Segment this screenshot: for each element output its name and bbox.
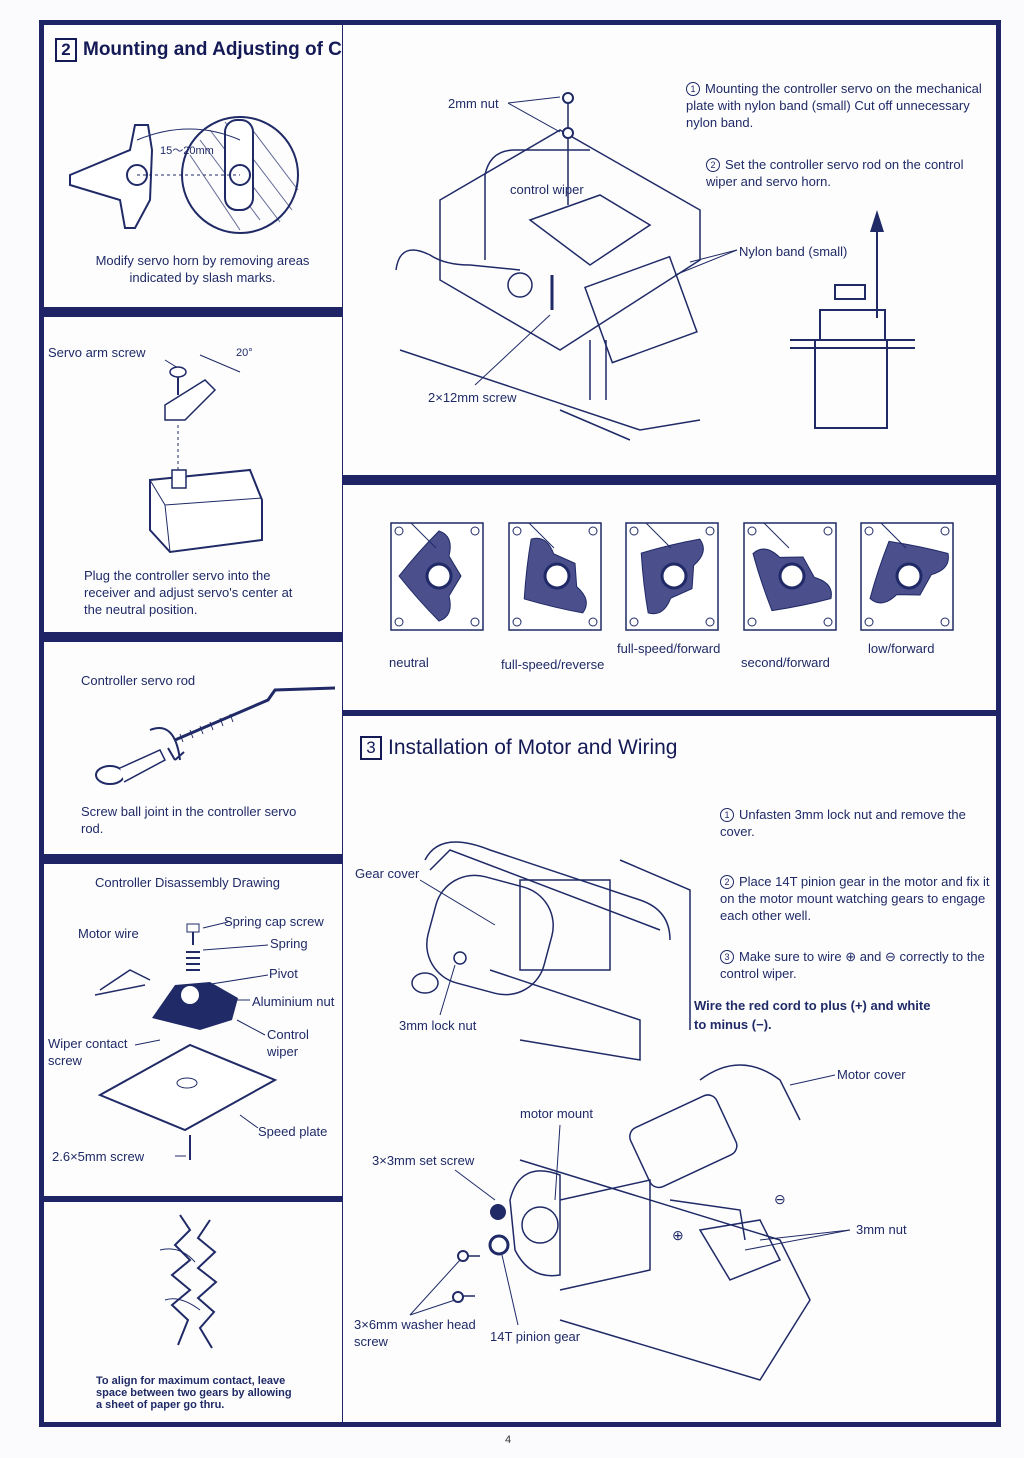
horn-dimension-label: 15～20mm (160, 145, 214, 157)
section-3-number: 3 (360, 736, 382, 761)
rod-title: Controller servo rod (81, 673, 196, 688)
label-speed-plate: Speed plate (258, 1124, 328, 1139)
rod-caption: Screw ball joint in the controller servo… (81, 804, 297, 836)
label-screw-2-6x5: 2.6×5mm screw (52, 1149, 145, 1164)
gear-caption: To align for maximum contact, leave spac… (96, 1375, 292, 1411)
label-14t-pinion-gear: 14T pinion gear (490, 1329, 581, 1344)
position-neutral: neutral (389, 655, 429, 670)
label-3x3mm-set-screw: 3×3mm set screw (372, 1153, 475, 1168)
svg-text:⊖: ⊖ (774, 1191, 786, 1207)
position-diagram (743, 522, 837, 631)
wire-note: Wire the red cord to plus (+) and white … (694, 998, 931, 1032)
position-diagram (508, 522, 602, 631)
panel-gear-alignment (39, 1197, 347, 1427)
panel-disassembly (39, 859, 347, 1201)
label-aluminium-nut: Aluminium nut (252, 994, 335, 1009)
label-motor-wire: Motor wire (78, 926, 139, 941)
label-2x12mm-screw: 2×12mm screw (428, 390, 517, 405)
label-wiper-contact-screw: Wiper contact screw (48, 1036, 128, 1068)
horn-caption: Modify servo horn by removing areas indi… (95, 253, 310, 285)
panel-servo-rod (39, 637, 347, 859)
page-number: 4 (505, 1434, 512, 1446)
position-diagram (860, 522, 954, 631)
label-2mm-nut: 2mm nut (448, 96, 499, 111)
disassembly-title: Controller Disassembly Drawing (95, 875, 280, 890)
label-control-wiper: control wiper (510, 182, 584, 197)
svg-text:⊕: ⊕ (672, 1227, 684, 1243)
panel-mounting (343, 20, 1001, 480)
angle-label: 20° (236, 347, 253, 359)
position-second-forward: second/forward (741, 655, 830, 670)
label-3mm-nut: 3mm nut (856, 1222, 907, 1237)
label-3x6mm-washer-screw: 3×6mm washer head screw (354, 1317, 476, 1349)
label-3mm-lock-nut: 3mm lock nut (399, 1018, 477, 1033)
label-motor-cover: Motor cover (837, 1067, 906, 1082)
panel-servo-arm (39, 312, 347, 637)
position-diagram (625, 522, 719, 631)
panel-motor-install (343, 711, 1001, 1427)
servo-arm-screw-label: Servo arm screw (48, 345, 146, 360)
label-spring-cap-screw: Spring cap screw (224, 914, 324, 929)
position-low-forward: low/forward (868, 641, 935, 656)
section-2-number: 2 (55, 38, 77, 62)
position-full-forward: full-speed/forward (617, 641, 721, 656)
label-control-wiper: Control wiper (267, 1027, 309, 1059)
position-diagram (390, 522, 484, 631)
label-motor-mount: motor mount (520, 1106, 593, 1121)
plug-caption: Plug the controller servo into the recei… (84, 568, 293, 617)
label-gear-cover: Gear cover (355, 866, 420, 881)
label-spring: Spring (270, 936, 308, 951)
label-nylon-band: Nylon band (small) (739, 244, 848, 259)
label-pivot: Pivot (269, 966, 298, 981)
position-full-reverse: full-speed/reverse (501, 657, 605, 672)
